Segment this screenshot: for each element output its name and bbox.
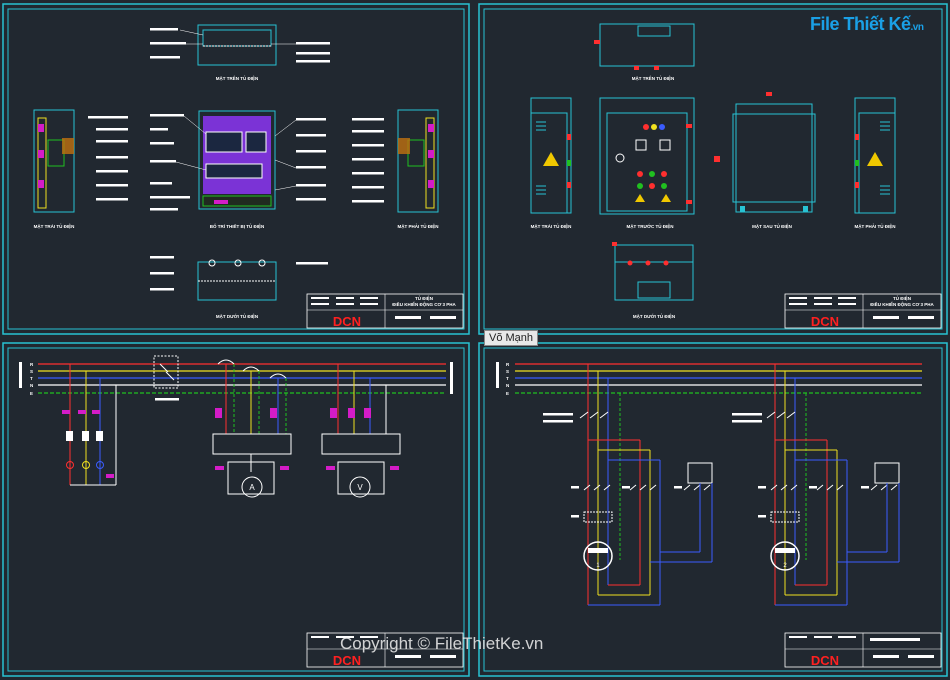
bus-label: S bbox=[506, 369, 509, 374]
author-tag: Võ Mạnh bbox=[484, 330, 539, 346]
title-block-line2: ĐIỀU KHIỂN ĐỘNG CƠ 3 PHA bbox=[870, 300, 934, 307]
panel3-busbars: R S T N E bbox=[19, 362, 453, 396]
title-block-logo: DCN bbox=[333, 314, 361, 329]
panel2-bottom-view bbox=[612, 242, 694, 301]
panel3-ammeter-branch: A bbox=[212, 359, 292, 498]
motor-number: 1 bbox=[596, 563, 600, 569]
panel1-enclosure-layout: MẶT TRÊN TỦ ĐIỆN MẶT TRÁI TỦ ĐIỆN BỐ TRÍ… bbox=[33, 24, 464, 329]
panel4-busbars: R S T N E bbox=[496, 362, 922, 396]
bus-label: R bbox=[506, 362, 510, 367]
panel4-motor-branch-2: 2 bbox=[732, 364, 900, 606]
view-caption: MẶT TRÊN TỦ ĐIỆN bbox=[632, 74, 675, 81]
title-block-line2: ĐIỀU KHIỂN ĐỘNG CƠ 3 PHA bbox=[392, 300, 456, 307]
panel4-title-block: DCN bbox=[784, 632, 942, 668]
title-block-logo: DCN bbox=[333, 653, 361, 668]
panel3-lamp-branch bbox=[62, 364, 117, 486]
title-block-line1: TỦ ĐIỆN bbox=[415, 294, 433, 301]
voltmeter-symbol: V bbox=[357, 483, 363, 492]
motor-number: 2 bbox=[783, 563, 787, 569]
view-caption: MẶT TRÁI TỦ ĐIỆN bbox=[531, 222, 572, 229]
bus-label: T bbox=[506, 376, 509, 381]
panel2-right-view bbox=[854, 97, 896, 214]
bus-label: E bbox=[506, 391, 509, 396]
ammeter-symbol: A bbox=[249, 483, 255, 492]
view-caption: MẶT PHẢI TỦ ĐIỆN bbox=[855, 222, 896, 229]
panel2-enclosure-views: MẶT TRÊN TỦ ĐIỆN MẶT TRÁI TỦ ĐIỆN MẶT TR… bbox=[530, 23, 942, 329]
bus-label: E bbox=[30, 391, 33, 396]
view-caption: MẶT TRÊN TỦ ĐIỆN bbox=[216, 74, 259, 81]
bus-label: S bbox=[30, 369, 33, 374]
panel4-motor-branch-1: 1 bbox=[543, 364, 713, 606]
panel3-voltmeter-branch: V bbox=[321, 364, 401, 498]
panel-frames bbox=[2, 3, 948, 677]
panel1-title-block: TỦ ĐIỆN ĐIỀU KHIỂN ĐỘNG CƠ 3 PHA DCN bbox=[306, 293, 464, 329]
title-block-line1: TỦ ĐIỆN bbox=[893, 294, 911, 301]
panel2-left-view bbox=[530, 97, 572, 214]
panel2-rear-view bbox=[714, 92, 816, 213]
view-caption: MẶT TRƯỚC TỦ ĐIỆN bbox=[626, 222, 673, 229]
bus-label: N bbox=[30, 383, 33, 388]
view-caption: MẶT DƯỚI TỦ ĐIỆN bbox=[633, 312, 675, 319]
view-caption: MẶT DƯỚI TỦ ĐIỆN bbox=[216, 312, 258, 319]
panel4-motor-circuits: R S T N E bbox=[496, 362, 942, 668]
view-caption: MẶT SAU TỦ ĐIỆN bbox=[752, 222, 792, 229]
panel1-right-view bbox=[352, 109, 439, 213]
panel3-title-block: DCN bbox=[306, 632, 464, 668]
copyright-watermark: Copyright © FileThietKe.vn bbox=[340, 634, 544, 653]
bus-label: R bbox=[30, 362, 34, 367]
brand-watermark: File Thiết Kế.vn bbox=[810, 14, 924, 35]
panel1-top-view bbox=[150, 24, 330, 66]
view-caption: MẶT TRÁI TỦ ĐIỆN bbox=[34, 222, 75, 229]
bus-label: N bbox=[506, 383, 509, 388]
view-caption: MẶT PHẢI TỦ ĐIỆN bbox=[398, 222, 439, 229]
panel1-front-layout bbox=[150, 110, 326, 211]
brand-name: File Thiết Kế bbox=[810, 14, 911, 34]
panel1-left-view bbox=[33, 109, 128, 213]
panel3-metering-circuit: R S T N E bbox=[19, 355, 464, 668]
panel2-title-block: TỦ ĐIỆN ĐIỀU KHIỂN ĐỘNG CƠ 3 PHA DCN bbox=[784, 293, 942, 329]
title-block-logo: DCN bbox=[811, 314, 839, 329]
title-block-logo: DCN bbox=[811, 653, 839, 668]
panel3-selector-switch bbox=[153, 355, 179, 401]
brand-domain: .vn bbox=[910, 22, 924, 33]
panel1-bottom-view bbox=[150, 256, 328, 301]
bus-label: T bbox=[30, 376, 33, 381]
panel2-top-view bbox=[594, 23, 695, 70]
panel2-front-view bbox=[599, 97, 695, 215]
view-caption: BỐ TRÍ THIẾT BỊ TỦ ĐIỆN bbox=[210, 222, 265, 229]
